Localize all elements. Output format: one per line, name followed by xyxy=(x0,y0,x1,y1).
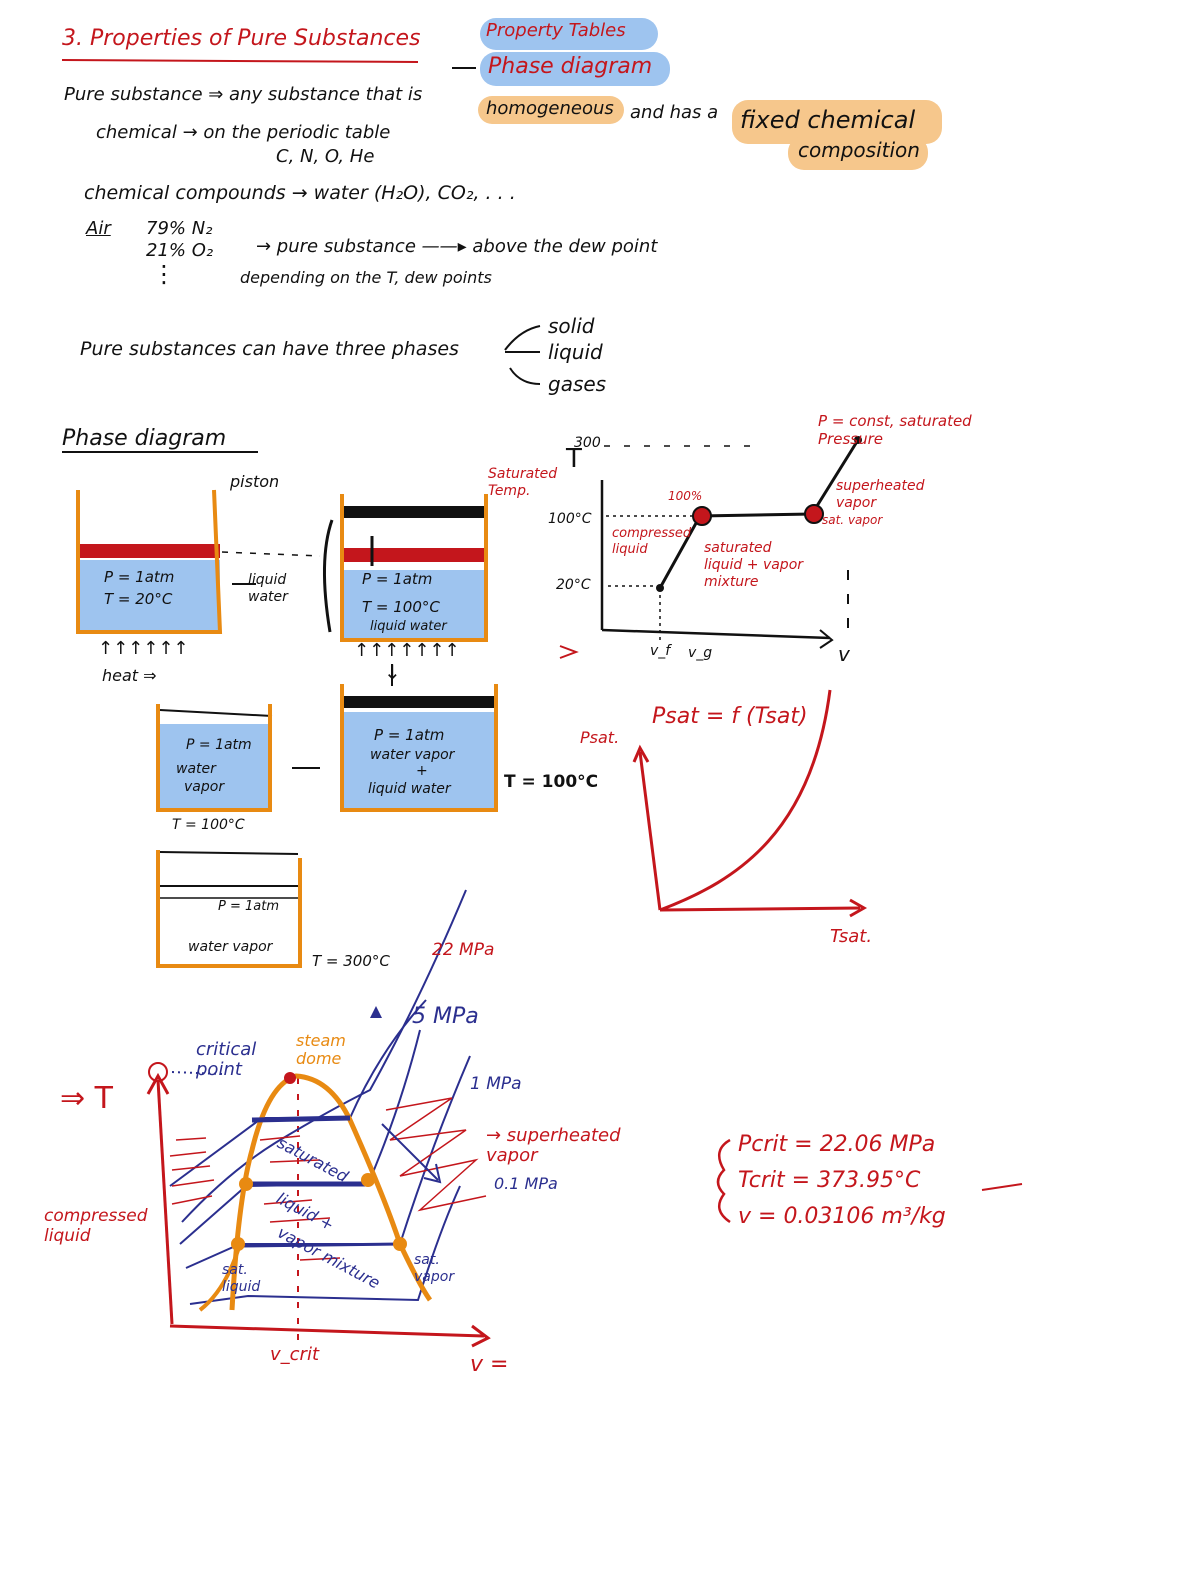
c1-temperature: T = 20°C xyxy=(104,590,173,608)
dome-superheated: → superheated vapor xyxy=(486,1125,621,1166)
c1-heat-label: heat ⇒ xyxy=(102,666,157,685)
tv-vf: v_f xyxy=(650,643,671,659)
tv-v-axis: v xyxy=(838,642,850,666)
tv-t-axis: T xyxy=(566,444,582,474)
chemical-line: chemical → on the periodic table xyxy=(96,122,391,143)
tv-t20: 20°C xyxy=(556,577,591,593)
c4-state2: vapor xyxy=(184,779,225,795)
dome-22mpa: 22 MPa xyxy=(432,940,495,960)
phase-liquid: liquid xyxy=(548,340,603,364)
dome-critical: critical point xyxy=(196,1039,257,1080)
air-label: Air xyxy=(86,218,111,239)
compounds-line: chemical compounds → water (H₂O), CO₂, .… xyxy=(84,182,516,204)
c3-state1: water vapor xyxy=(370,747,455,763)
definition-line1: Pure substance ⇒ any substance that is xyxy=(64,84,423,105)
tv-superheated: superheated vapor xyxy=(836,478,925,511)
phase-diagram-label: Phase diagram xyxy=(488,54,653,79)
c2-heat-arrows: ↑↑↑↑↑↑↑ xyxy=(354,640,460,661)
dome-v-crit: v_crit xyxy=(270,1344,320,1365)
c5-pressure: P = 1atm xyxy=(218,899,279,914)
critical-temperature: Tcrit = 373.95°C xyxy=(738,1168,921,1193)
c2-temperature: T = 100°C xyxy=(362,598,440,616)
c4-temperature: T = 100°C xyxy=(172,817,245,833)
container-5 xyxy=(156,850,302,968)
dome-1mpa: 1 MPa xyxy=(470,1074,522,1094)
tv-sat-vapor: sat. vapor xyxy=(822,513,883,527)
air-note: → pure substance ——▸ above the dew point xyxy=(256,236,658,257)
piston-label: piston xyxy=(230,472,280,491)
critical-volume: v = 0.03106 m³/kg xyxy=(738,1204,946,1229)
c2-pressure: P = 1atm xyxy=(362,570,433,588)
tv-t300: 300 xyxy=(574,435,601,451)
title-underline xyxy=(61,59,419,63)
c5-state: water vapor xyxy=(188,939,273,955)
c5-temperature: T = 300°C xyxy=(312,952,390,970)
dome-steam-dome: steam dome xyxy=(296,1031,346,1068)
tv-t100: 100°C xyxy=(548,511,592,527)
air-o2: 21% O₂ xyxy=(146,240,214,261)
air-dots: ⋮ xyxy=(152,260,176,288)
c4-state1: water xyxy=(176,761,216,777)
elements-line: C, N, O, He xyxy=(276,146,375,167)
air-n2: 79% N₂ xyxy=(146,218,213,239)
c1-heat-arrows: ↑↑↑↑↑↑ xyxy=(98,638,189,659)
c3-pressure: P = 1atm xyxy=(374,726,445,744)
phase-diagram-heading: Phase diagram xyxy=(62,426,227,451)
container-4 xyxy=(156,704,320,812)
dome-sat-vapor: sat. vapor xyxy=(414,1252,455,1285)
container-1 xyxy=(76,489,321,634)
tv-p-const: P = const, saturated Pressure xyxy=(818,412,972,448)
page-title: 3. Properties of Pure Substances xyxy=(62,26,421,51)
c3-temperature: T = 100°C xyxy=(504,772,599,792)
dome-5mpa: 5 MPa xyxy=(412,1004,479,1029)
critical-brace xyxy=(716,1138,731,1224)
dome-diagram xyxy=(146,889,491,1348)
tv-sat-mix: saturated liquid + vapor mixture xyxy=(704,540,804,590)
tv-compressed: compressed liquid xyxy=(612,526,692,557)
c1-pressure: P = 1atm xyxy=(104,568,175,586)
highlight-phase-diagram xyxy=(480,52,670,86)
dome-t-arrow: ⇒ T xyxy=(60,1081,113,1116)
container-3 xyxy=(340,664,498,812)
tv-sat-liq: 100% xyxy=(668,489,703,503)
definition-composition: composition xyxy=(798,138,920,162)
c3-state2: liquid water xyxy=(368,781,451,797)
property-tables-label: Property Tables xyxy=(486,20,626,41)
c4-pressure: P = 1atm xyxy=(186,737,252,753)
highlight-composition xyxy=(788,136,928,170)
psat-relation: Psat = f (Tsat) xyxy=(652,704,808,729)
highlight-homogeneous xyxy=(478,96,624,124)
phases-lead: Pure substances can have three phases xyxy=(80,338,459,360)
tv-vg: v_g xyxy=(688,645,713,661)
dome-compressed: compressed liquid xyxy=(44,1206,148,1247)
phase-branch-arrows xyxy=(504,325,541,385)
dome-sat-liquid: sat. liquid xyxy=(222,1262,261,1295)
critical-tick xyxy=(981,1183,1023,1191)
depending-line: depending on the T, dew points xyxy=(240,268,492,287)
definition-homogeneous: homogeneous xyxy=(486,98,614,119)
critical-pressure: Pcrit = 22.06 MPa xyxy=(738,1132,936,1157)
definition-fixed: fixed chemical xyxy=(740,106,916,134)
c2-down-arrow: ↓ xyxy=(384,660,401,684)
phase-solid: solid xyxy=(548,314,595,338)
tv-diagram xyxy=(559,436,862,659)
c2-state: liquid water xyxy=(370,619,447,634)
c3-plus: + xyxy=(416,763,428,779)
dome-01mpa: 0.1 MPa xyxy=(494,1174,558,1193)
dome-v-axis: v = xyxy=(470,1352,509,1377)
phase-gases: gases xyxy=(548,372,607,396)
c1-out-label: liquid water xyxy=(248,572,288,605)
highlight-property-tables xyxy=(480,18,658,50)
psat-curve xyxy=(632,689,868,918)
tv-sat-temp: Saturated Temp. xyxy=(488,466,558,499)
psat-y-label: Psat. xyxy=(580,728,620,747)
psat-x-label: Tsat. xyxy=(830,926,873,947)
definition-and: and has a xyxy=(630,102,719,123)
container-2 xyxy=(322,494,488,642)
